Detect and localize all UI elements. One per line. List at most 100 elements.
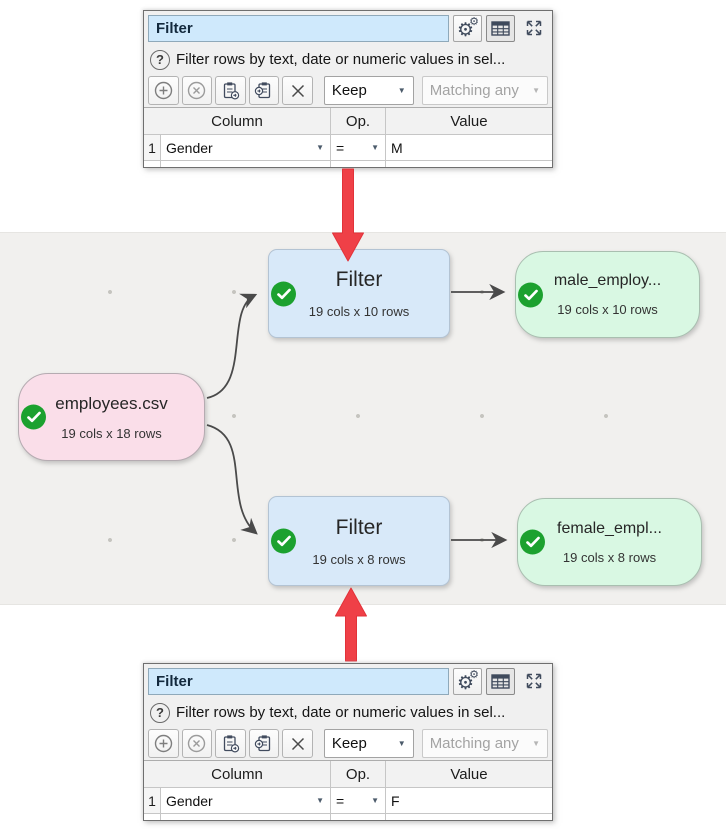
node-title: female_empl...	[557, 519, 662, 537]
op-select-value: =	[336, 792, 345, 809]
chevron-down-icon: ▼	[532, 86, 540, 95]
add-criterion-button[interactable]	[148, 76, 179, 105]
keep-remove-select[interactable]: Keep ▼	[323, 76, 414, 105]
transform-description: Filter rows by text, date or numeric val…	[176, 704, 506, 721]
matching-select[interactable]: Matching any ▼	[421, 76, 548, 105]
copy-criteria-button[interactable]	[215, 76, 246, 105]
column-select-value: Gender	[166, 792, 213, 809]
column-select[interactable]: Gender ▼	[161, 788, 331, 814]
add-criterion-button[interactable]	[148, 729, 179, 758]
op-header: Op.	[331, 108, 386, 135]
expand-button[interactable]	[519, 668, 548, 695]
table-icon	[491, 673, 510, 689]
criteria-table: Column Op. Value 1 Gender ▼ = ▼	[144, 107, 552, 167]
remove-criterion-button[interactable]	[181, 76, 213, 105]
criteria-table-header: Column Op. Value	[144, 108, 552, 135]
add-icon	[154, 81, 172, 100]
gear-small-icon: ⚙	[469, 668, 479, 681]
matching-select[interactable]: Matching any ▼	[421, 729, 548, 758]
help-icon[interactable]: ?	[150, 702, 170, 723]
panel-title-bar: Filter ⚙ ⚙	[144, 664, 552, 698]
column-header: Column	[144, 761, 331, 788]
paste-criteria-button[interactable]	[248, 76, 280, 105]
node-title: male_employ...	[553, 272, 662, 289]
node-male-employees[interactable]: male_employ... 19 cols x 10 rows	[515, 251, 700, 338]
keep-remove-value: Keep	[331, 735, 367, 752]
node-dimensions: 19 cols x 8 rows	[562, 549, 657, 565]
help-row: ? Filter rows by text, date or numeric v…	[144, 45, 552, 74]
table-view-button[interactable]	[486, 667, 515, 695]
column-select-value: Gender	[166, 139, 213, 156]
help-icon[interactable]: ?	[150, 49, 170, 70]
node-dimensions: 19 cols x 18 rows	[61, 425, 162, 441]
criteria-table-header: Column Op. Value	[144, 761, 552, 788]
keep-remove-value: Keep	[331, 82, 367, 99]
status-ok-icon	[518, 282, 543, 307]
chevron-down-icon: ▼	[532, 739, 540, 748]
filter-toolbar: Keep ▼ Matching any ▼	[144, 727, 552, 760]
node-filter-female[interactable]: Filter 19 cols x 8 rows	[268, 496, 450, 586]
node-dimensions: 19 cols x 10 rows	[308, 304, 410, 319]
copy-criteria-button[interactable]	[215, 729, 246, 758]
status-ok-icon	[520, 529, 545, 555]
chevron-down-icon: ▼	[397, 86, 406, 95]
status-ok-icon	[271, 528, 296, 554]
value-input[interactable]	[386, 788, 552, 813]
table-view-button[interactable]	[486, 14, 515, 42]
value-cell	[386, 788, 552, 814]
op-select[interactable]: = ▼	[331, 135, 386, 161]
node-dimensions: 19 cols x 8 rows	[312, 551, 406, 567]
chevron-down-icon: ▼	[316, 796, 324, 805]
op-select-value: =	[336, 139, 345, 156]
column-select[interactable]: Gender ▼	[161, 135, 331, 161]
data-flow-canvas[interactable]: employees.csv 19 cols x 18 rows Filter 1…	[0, 232, 726, 605]
filter-toolbar: Keep ▼ Matching any ▼	[144, 74, 552, 107]
value-header: Value	[386, 761, 552, 788]
remove-icon	[188, 734, 206, 753]
node-title: Filter	[335, 515, 383, 539]
table-icon	[491, 20, 510, 36]
row-number: 1	[144, 135, 161, 161]
status-ok-icon	[21, 404, 46, 430]
op-select[interactable]: = ▼	[331, 788, 386, 814]
node-filter-male[interactable]: Filter 19 cols x 10 rows	[268, 249, 450, 338]
op-header: Op.	[331, 761, 386, 788]
paste-criteria-button[interactable]	[248, 729, 280, 758]
paste-icon	[255, 82, 271, 99]
add-icon	[154, 734, 172, 753]
value-input[interactable]	[386, 135, 552, 160]
criteria-table-filler	[144, 161, 552, 167]
transform-description: Filter rows by text, date or numeric val…	[176, 51, 506, 68]
matching-value: Matching any	[429, 735, 519, 752]
criteria-row: 1 Gender ▼ = ▼	[144, 788, 552, 814]
node-employees-csv[interactable]: employees.csv 19 cols x 18 rows	[18, 373, 205, 461]
gear-icon: ⚙	[456, 672, 475, 694]
filter-panel-top: Filter ⚙ ⚙ ? Filter rows by text, date o…	[143, 10, 553, 168]
node-female-employees[interactable]: female_empl... 19 cols x 8 rows	[517, 498, 702, 586]
chevron-down-icon: ▼	[316, 143, 324, 152]
gear-icon: ⚙	[456, 19, 475, 41]
settings-button[interactable]: ⚙ ⚙	[453, 14, 482, 42]
delete-criteria-button[interactable]	[282, 76, 313, 105]
criteria-table-filler	[144, 814, 552, 820]
transform-name-field[interactable]: Filter	[148, 14, 449, 42]
status-ok-icon	[271, 281, 296, 306]
panel-title-bar: Filter ⚙ ⚙	[144, 11, 552, 45]
settings-button[interactable]: ⚙ ⚙	[453, 667, 482, 695]
value-cell	[386, 135, 552, 161]
remove-icon	[188, 81, 206, 100]
expand-button[interactable]	[519, 15, 548, 42]
expand-icon	[526, 673, 541, 689]
chevron-down-icon: ▼	[397, 739, 406, 748]
remove-criterion-button[interactable]	[181, 729, 213, 758]
criteria-table: Column Op. Value 1 Gender ▼ = ▼	[144, 760, 552, 820]
value-header: Value	[386, 108, 552, 135]
row-number: 1	[144, 788, 161, 814]
copy-icon	[223, 735, 240, 753]
keep-remove-select[interactable]: Keep ▼	[323, 729, 414, 758]
delete-criteria-button[interactable]	[282, 729, 313, 758]
transform-name-field[interactable]: Filter	[148, 667, 449, 695]
delete-x-icon	[291, 737, 304, 750]
help-row: ? Filter rows by text, date or numeric v…	[144, 698, 552, 727]
copy-icon	[223, 82, 240, 100]
